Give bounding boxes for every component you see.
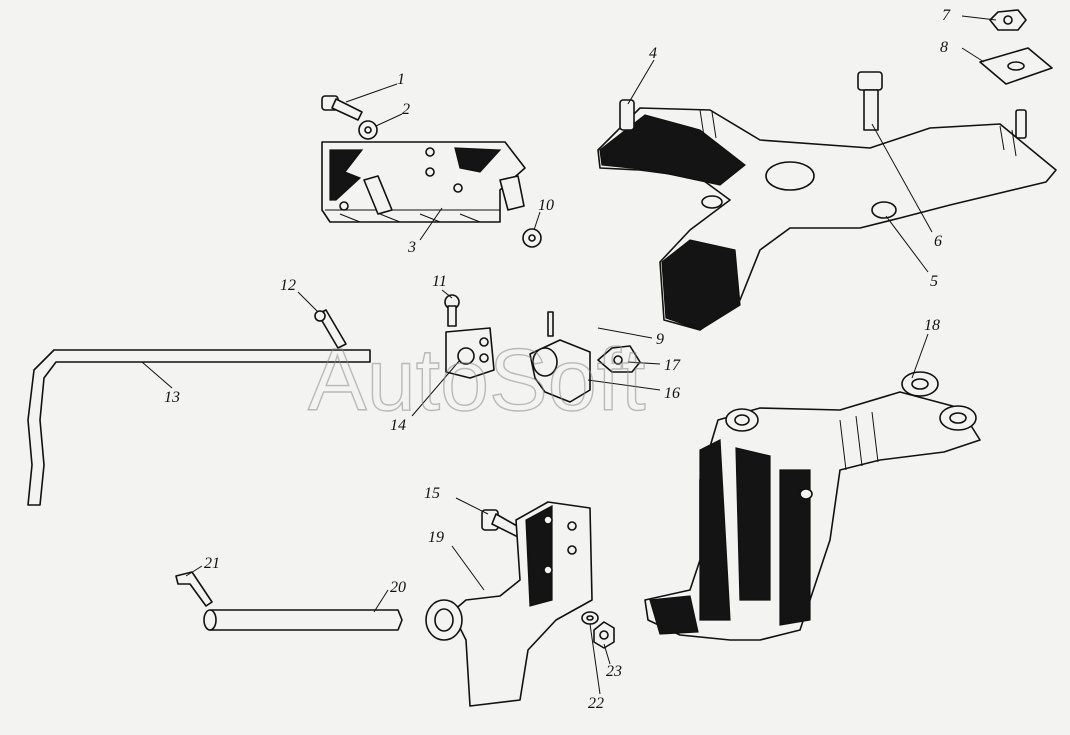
callout-11: 11 bbox=[432, 273, 447, 290]
callout-1: 1 bbox=[397, 71, 405, 88]
callout-17: 17 bbox=[664, 357, 681, 374]
callout-7: 7 bbox=[942, 7, 951, 24]
callout-20: 20 bbox=[390, 579, 406, 596]
part-8-washer bbox=[979, 47, 1053, 85]
watermark: AutoSoft bbox=[308, 330, 646, 429]
part-3-bracket bbox=[321, 141, 526, 223]
part-2-nut bbox=[358, 120, 378, 140]
callout-19: 19 bbox=[428, 529, 444, 546]
part-20-shaft bbox=[203, 609, 403, 631]
callout-5: 5 bbox=[930, 273, 938, 290]
callout-8: 8 bbox=[940, 39, 948, 56]
part-cross-member bbox=[597, 107, 1057, 331]
part-14-bracket bbox=[445, 327, 495, 379]
part-18-bracket bbox=[644, 371, 981, 641]
callout-16: 16 bbox=[664, 385, 680, 402]
leader-lines bbox=[141, 15, 997, 695]
part-7-nut bbox=[989, 9, 1027, 31]
callout-10: 10 bbox=[538, 197, 554, 214]
part-13-rod bbox=[27, 349, 371, 506]
callout-22: 22 bbox=[588, 695, 604, 712]
callout-3: 3 bbox=[407, 239, 416, 256]
callout-18: 18 bbox=[924, 317, 940, 334]
part-12-pin bbox=[314, 309, 347, 349]
part-17-spring-clip bbox=[597, 345, 641, 373]
part-11-bolt bbox=[444, 294, 460, 327]
part-4-stud bbox=[619, 99, 635, 131]
part-1-bolt bbox=[321, 95, 363, 121]
callout-4: 4 bbox=[649, 45, 657, 62]
part-21-cotter-pin bbox=[175, 571, 213, 607]
part-16-lever bbox=[529, 311, 591, 403]
callout-13: 13 bbox=[164, 389, 180, 406]
part-cross-member-stud bbox=[1015, 109, 1027, 139]
part-6-bolt bbox=[857, 71, 883, 131]
part-19-bracket bbox=[425, 501, 593, 707]
part-23-nut bbox=[593, 621, 615, 649]
callout-12: 12 bbox=[280, 277, 296, 294]
callout-2: 2 bbox=[402, 101, 410, 118]
callout-6: 6 bbox=[934, 233, 942, 250]
callout-23: 23 bbox=[606, 663, 622, 680]
part-10-nut bbox=[522, 228, 542, 248]
callout-21: 21 bbox=[204, 555, 220, 572]
callout-9: 9 bbox=[656, 331, 664, 348]
part-22-washer bbox=[581, 611, 599, 625]
callout-14: 14 bbox=[390, 417, 406, 434]
callout-15: 15 bbox=[424, 485, 440, 502]
